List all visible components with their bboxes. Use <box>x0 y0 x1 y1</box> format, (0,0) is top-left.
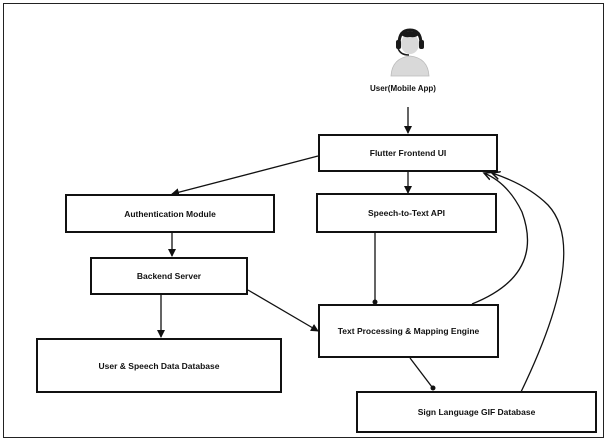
node-authentication-module-label: Authentication Module <box>124 208 216 219</box>
node-authentication-module: Authentication Module <box>65 194 275 233</box>
node-backend-server: Backend Server <box>90 257 248 295</box>
node-speech-to-text-api-label: Speech-to-Text API <box>368 208 445 218</box>
node-text-processing-engine-label: Text Processing & Mapping Engine <box>337 326 480 336</box>
node-flutter-frontend-ui: Flutter Frontend UI <box>318 134 498 172</box>
node-user-speech-database: User & Speech Data Database <box>36 338 282 393</box>
user-label: User(Mobile App) <box>370 84 436 93</box>
edge-speech-to-engine-dot <box>372 299 378 305</box>
edge-engine-to-gifdb-dot <box>430 385 436 391</box>
edge-engine-to-gifdb <box>409 357 433 388</box>
user-icon <box>390 28 430 77</box>
node-backend-server-label: Backend Server <box>136 271 202 281</box>
edge-engine-to-flutter <box>471 173 529 305</box>
node-speech-to-text-api: Speech-to-Text API <box>316 193 497 233</box>
edge-flutter-to-auth <box>171 155 319 197</box>
node-sign-language-gif-database: Sign Language GIF Database <box>356 391 597 433</box>
node-text-processing-engine: Text Processing & Mapping Engine <box>318 304 499 358</box>
node-user-speech-database-label: User & Speech Data Database <box>98 360 220 371</box>
node-sign-language-gif-database-label: Sign Language GIF Database <box>417 407 536 417</box>
edge-gifdb-to-flutter <box>492 173 565 395</box>
node-flutter-frontend-ui-label: Flutter Frontend UI <box>369 148 447 158</box>
edge-backend-to-engine <box>247 289 319 332</box>
